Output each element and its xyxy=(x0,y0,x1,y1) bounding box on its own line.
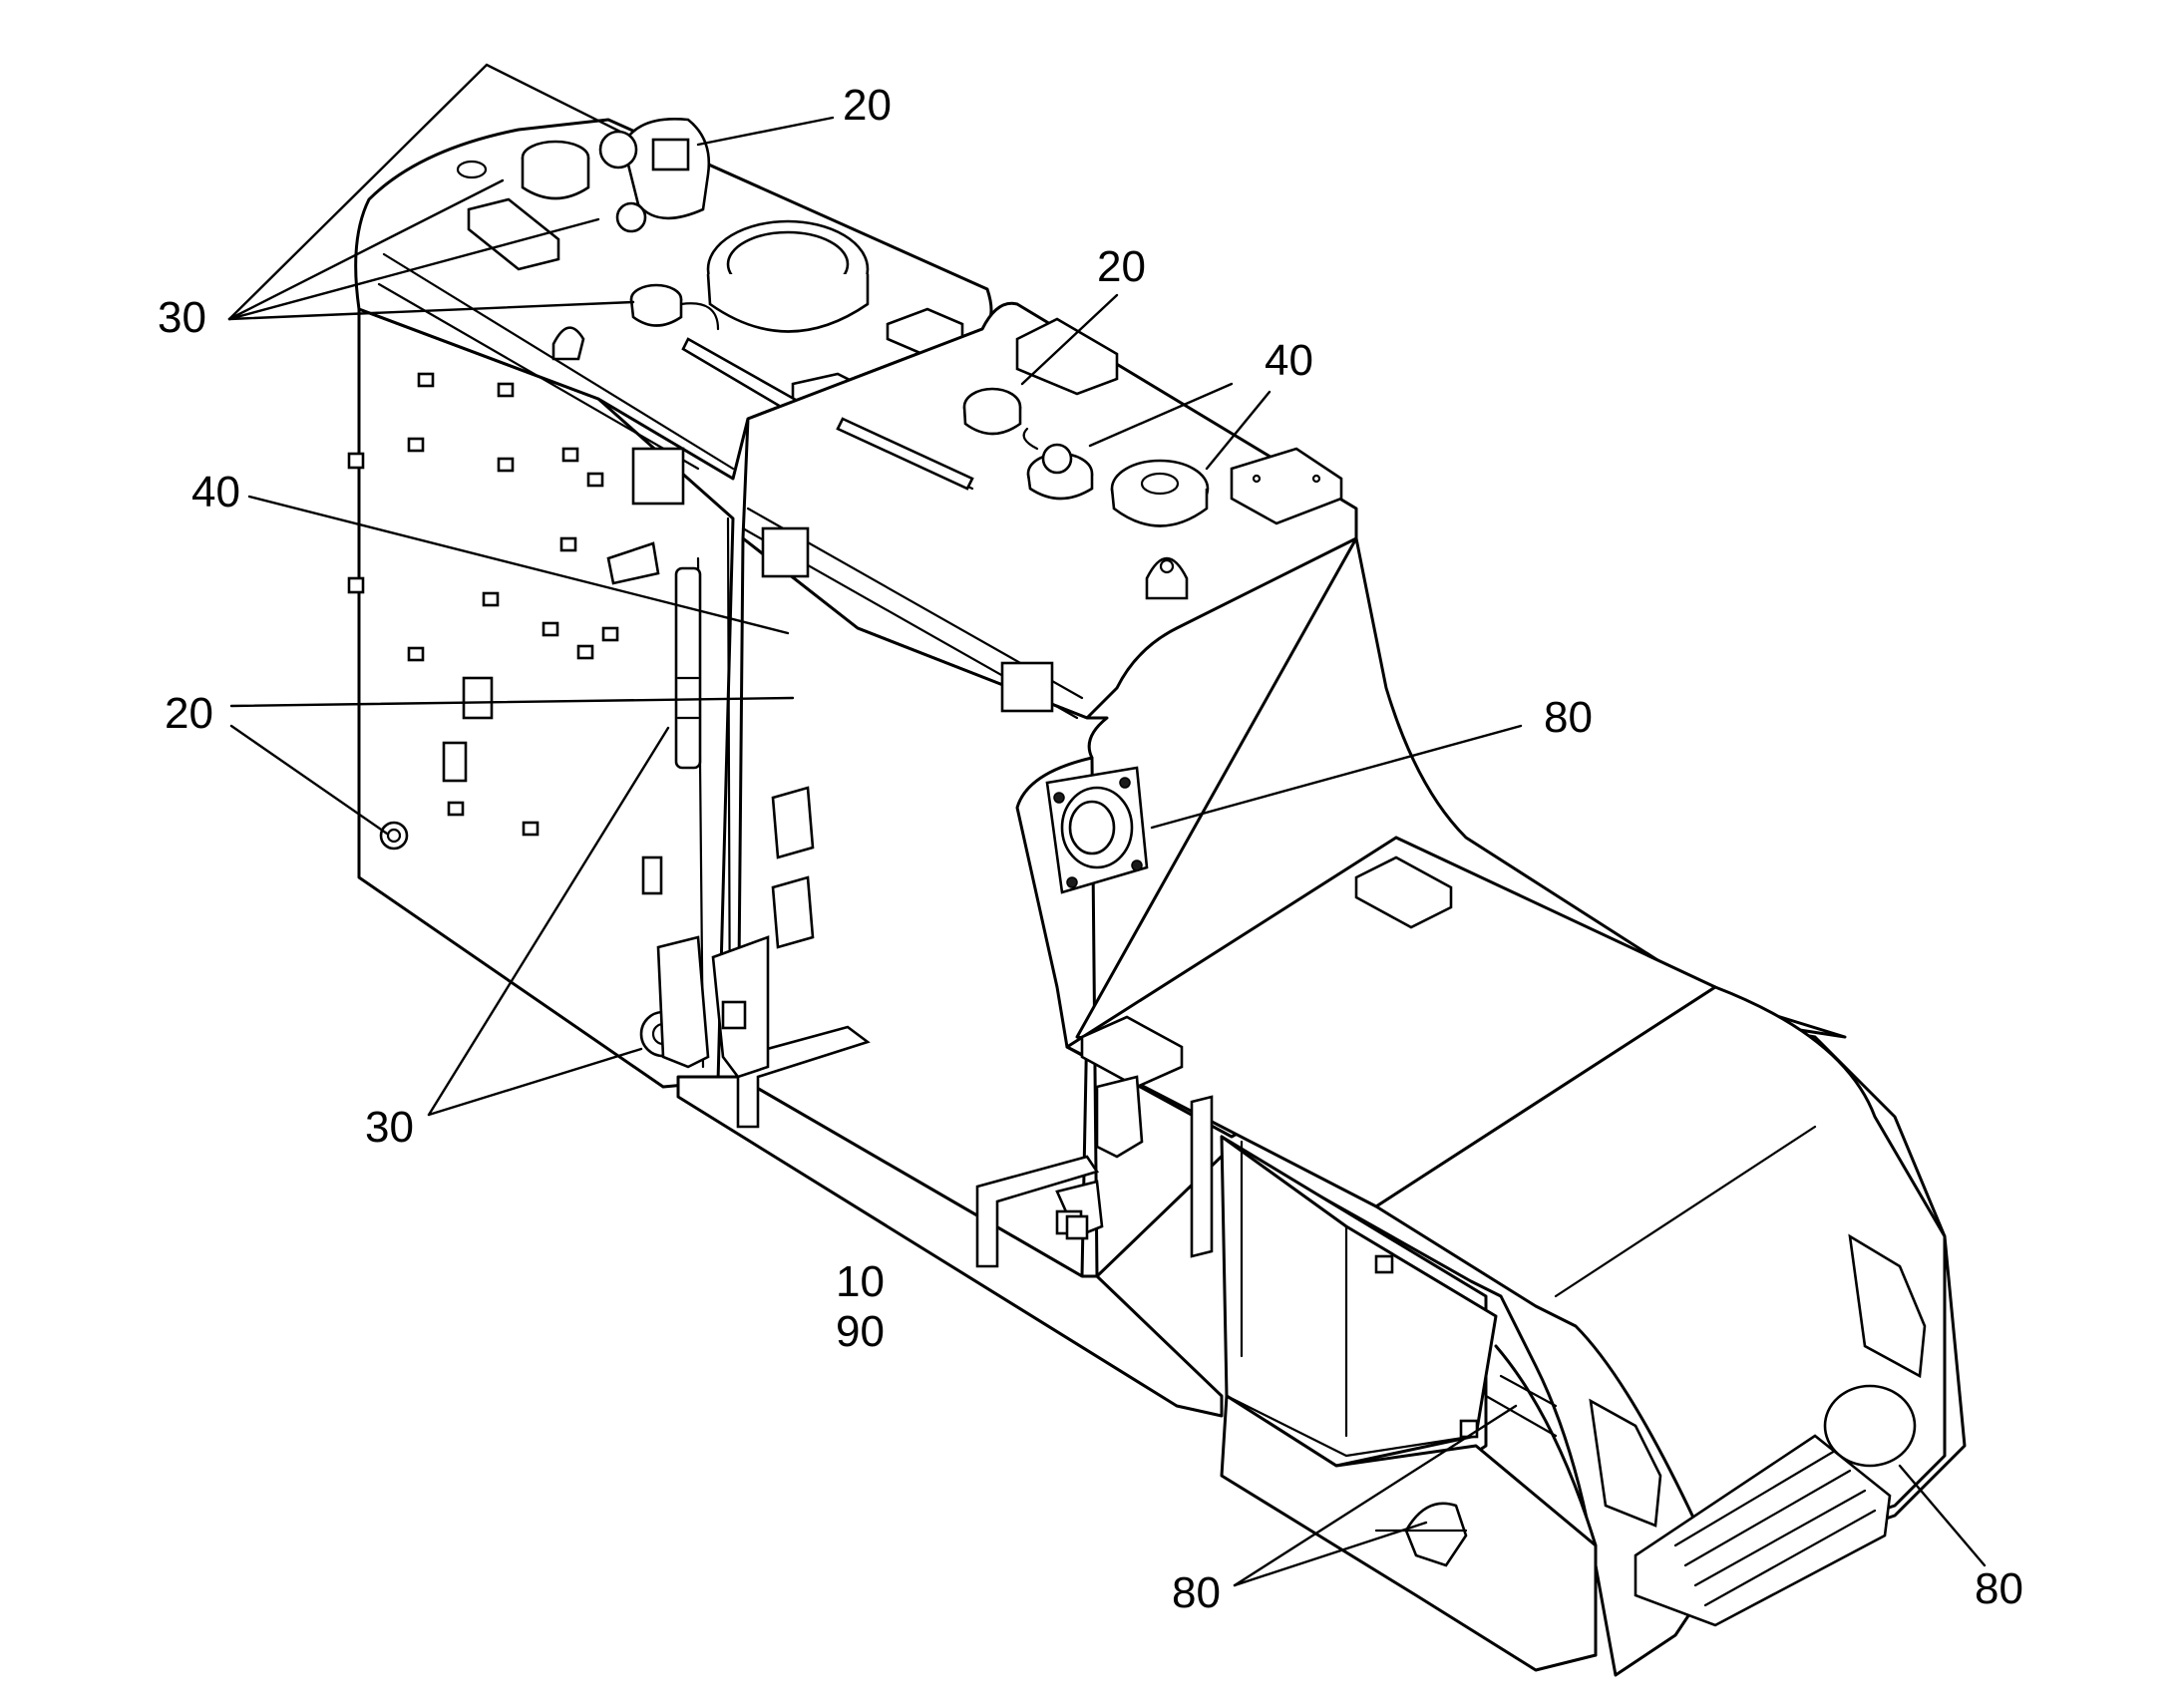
inspection-port xyxy=(1045,766,1149,894)
callout-labels: 20 30 20 40 40 20 80 30 10 90 80 80 xyxy=(158,81,2023,1617)
step-grating xyxy=(1634,1434,1892,1627)
callout-30-bottom: 30 xyxy=(365,1103,414,1152)
callout-10: 10 xyxy=(836,1257,885,1306)
callout-80-right: 80 xyxy=(1975,1564,2023,1613)
callout-40-right: 40 xyxy=(1265,336,1313,385)
callout-80-bottom: 80 xyxy=(1172,1568,1221,1617)
callout-90: 90 xyxy=(836,1307,885,1356)
callout-20-top: 20 xyxy=(843,81,892,130)
left-face-studs xyxy=(347,372,619,837)
callout-80-side: 80 xyxy=(1544,693,1593,742)
leader-lines xyxy=(227,63,1987,1587)
center-tank xyxy=(736,301,1358,1278)
callout-20-mid: 20 xyxy=(1097,242,1146,291)
right-cover xyxy=(1015,536,1967,1677)
callout-20-left: 20 xyxy=(165,689,213,738)
base-plate xyxy=(656,786,1224,1418)
left-top-components xyxy=(456,118,964,416)
callout-40-left: 40 xyxy=(191,468,240,516)
callout-30-top: 30 xyxy=(158,293,206,342)
